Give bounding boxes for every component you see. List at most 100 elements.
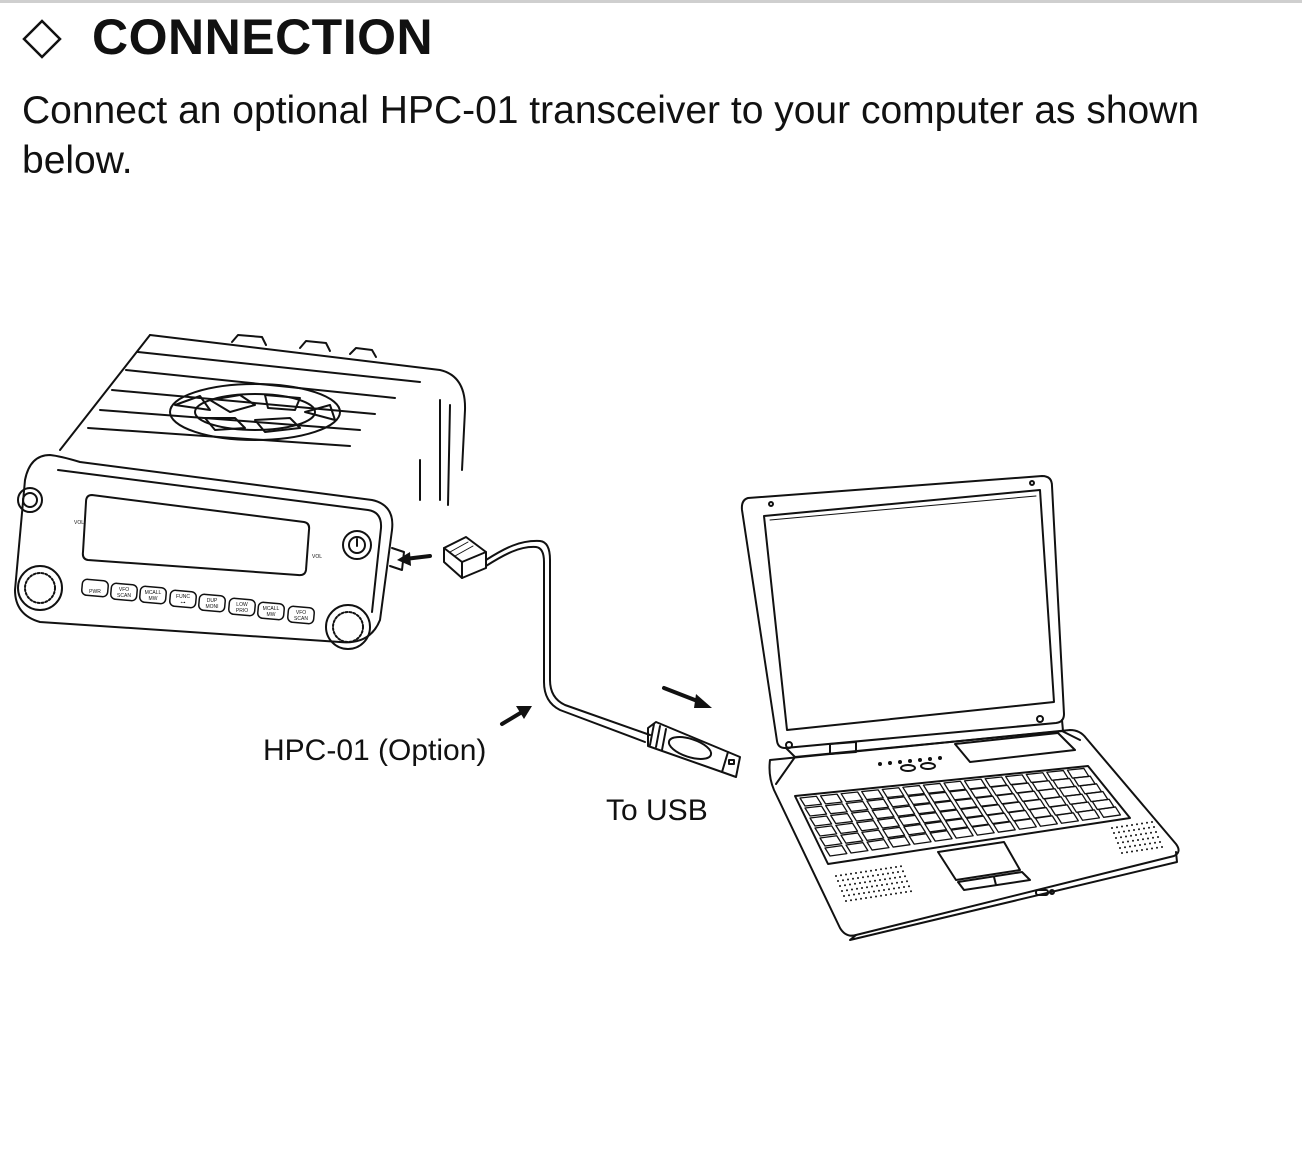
intro-paragraph: Connect an optional HPC-01 transceiver t…	[22, 89, 1200, 182]
keyboard-key	[840, 832, 864, 844]
speaker-grill-dot	[846, 889, 848, 892]
keyboard-key	[876, 817, 900, 829]
keyboard-key	[845, 841, 869, 854]
speaker-grill-dot	[1134, 844, 1136, 847]
speaker-grill-dot	[905, 891, 907, 893]
speaker-grill-dot	[1131, 824, 1133, 826]
keyboard-key	[819, 793, 843, 805]
speaker-grill-dot	[855, 872, 857, 874]
keyboard-key	[840, 791, 864, 803]
keyboard-key	[963, 778, 987, 790]
speaker-grill-dot	[895, 892, 897, 895]
radio-button-label: MW	[267, 612, 276, 618]
speaker-grill-dot	[844, 884, 846, 887]
cable-label: HPC-01 (Option)	[263, 734, 486, 767]
keyboard-key	[809, 815, 833, 827]
speaker-grill-dot	[841, 890, 843, 892]
speaker-grill-dot	[887, 872, 889, 875]
radio-button-label: PRIO	[236, 608, 248, 614]
keyboard-key	[992, 821, 1016, 833]
keyboard-key	[866, 839, 890, 851]
speaker-grill-dot	[903, 886, 905, 888]
arrow-to-laptop-icon	[662, 686, 712, 708]
speaker-grill-dot	[888, 888, 890, 891]
keyboard-key	[960, 806, 984, 819]
speaker-grill-dot	[1116, 826, 1118, 829]
radio-button-label: VFO	[296, 610, 306, 616]
keyboard-key	[856, 819, 880, 832]
speaker-grill-dot	[880, 868, 882, 871]
keyboard-key	[928, 791, 952, 803]
keyboard-key	[902, 784, 925, 796]
speaker-grill-dot	[899, 876, 901, 878]
speaker-grill-dot	[874, 879, 876, 882]
top-rule	[0, 0, 1302, 3]
usb-label: To USB	[606, 794, 708, 827]
keyboard-key	[949, 789, 972, 801]
speaker-grill-dot	[1133, 829, 1135, 831]
speaker-grill-dot	[908, 885, 910, 888]
speaker-grill-dot	[1161, 846, 1163, 848]
speaker-grill-dot	[1124, 846, 1126, 849]
keyboard-key	[871, 807, 895, 820]
keyboard-key	[819, 835, 843, 847]
speaker-grill-dot	[849, 883, 851, 886]
speaker-grill-dot	[1115, 837, 1117, 839]
speaker-grill-dot	[869, 880, 871, 883]
speaker-grill-dot	[866, 886, 868, 889]
speaker-grill-dot	[1139, 844, 1141, 846]
speaker-grill-dot	[873, 890, 875, 893]
speaker-grill-dot	[890, 893, 892, 896]
arrow-to-cable-icon	[500, 706, 532, 726]
radio-button-label: PWR	[89, 589, 101, 595]
speaker-grill-dot	[865, 897, 867, 899]
speaker-grill-dot	[1146, 848, 1148, 851]
speaker-grill-dot	[1149, 842, 1151, 845]
speaker-grill-dot	[891, 882, 893, 885]
connection-diagram: HPC-01 (Option) To USB VOL VOL PWRVFOSCA…	[14, 334, 1180, 941]
speaker-grill-dot	[1159, 841, 1161, 843]
speaker-grill-dot	[1123, 830, 1125, 833]
speaker-grill-dot	[861, 887, 863, 889]
speaker-grill-dot	[902, 870, 904, 873]
speaker-grill-dot	[850, 899, 852, 902]
speaker-grill-dot	[880, 894, 882, 897]
speaker-grill-dot	[1125, 835, 1127, 838]
hpc-01-cable	[443, 536, 741, 778]
speaker-grill-dot	[851, 888, 853, 891]
radio-button-label: ⊶	[181, 600, 186, 606]
transceiver-illustration	[14, 334, 467, 650]
speaker-grill-dot	[864, 881, 866, 884]
keyboard-key	[850, 810, 874, 822]
keyboard-key	[887, 796, 910, 808]
speaker-grill-dot	[900, 865, 902, 868]
speaker-grill-dot	[845, 873, 847, 876]
speaker-grill-dot	[870, 896, 872, 899]
speaker-grill-dot	[1141, 822, 1143, 825]
radio-button-label: MW	[149, 596, 158, 602]
radio-button-label: SCAN	[294, 616, 308, 622]
speaker-grill-dot	[1137, 839, 1139, 841]
keyboard-key	[861, 829, 885, 842]
speaker-grill-dot	[1155, 831, 1157, 833]
speaker-grill-dot	[1154, 841, 1156, 844]
keyboard-key	[882, 826, 906, 839]
radio-button-label: LOW	[236, 602, 248, 608]
keyboard-key	[830, 812, 854, 825]
radio-button-label: SCAN	[117, 593, 131, 599]
speaker-grill-dot	[884, 878, 886, 881]
speaker-grill-dot	[1113, 832, 1115, 834]
speaker-grill-dot	[886, 883, 888, 886]
keyboard-key	[861, 789, 884, 801]
speaker-grill-dot	[856, 887, 858, 890]
speaker-grill-dot	[868, 891, 870, 894]
speaker-grill-dot	[1140, 833, 1142, 836]
speaker-grill-dot	[904, 875, 906, 878]
speaker-grill-dot	[1156, 846, 1158, 849]
keyboard-key	[845, 800, 869, 813]
speaker-grill-dot	[1151, 821, 1153, 823]
speaker-grill-dot	[865, 870, 867, 873]
speaker-grill-dot	[1145, 832, 1147, 835]
speaker-grill-dot	[1136, 849, 1138, 852]
speaker-grill-dot	[870, 869, 872, 872]
